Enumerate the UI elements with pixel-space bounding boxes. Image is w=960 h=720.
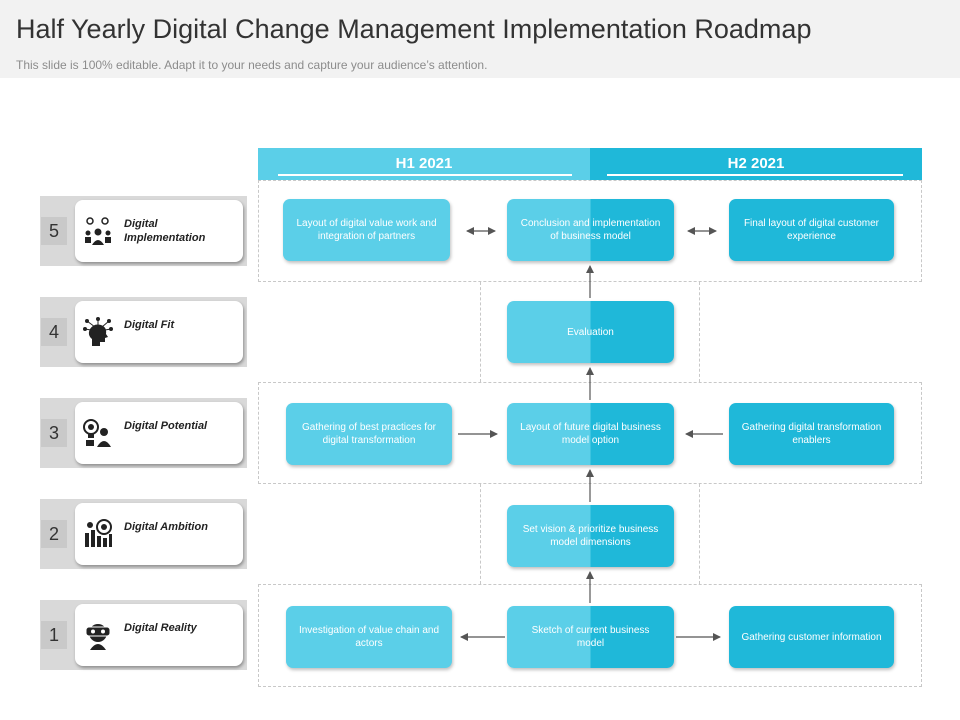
node-enablers: Gathering digital transformation enabler…: [729, 403, 894, 465]
node-conclusion: Conclusion and implementation of busines…: [507, 199, 674, 261]
node-customer-info: Gathering customer information: [729, 606, 894, 668]
level-1-label: Digital Reality: [124, 622, 197, 634]
node-layout-value-work: Layout of digital value work and integra…: [283, 199, 450, 261]
node-set-vision: Set vision & prioritize business model d…: [507, 505, 674, 567]
row-outline-4: [480, 282, 700, 382]
level-4-label: Digital Fit: [124, 319, 175, 331]
idea-person-icon: [83, 418, 113, 448]
level-5-label: Digital Implementation: [124, 218, 206, 244]
node-investigation: Investigation of value chain and actors: [286, 606, 452, 668]
period-underline-h1: [278, 174, 572, 176]
level-5-number: 5: [41, 217, 67, 245]
row-outline-2: [480, 484, 700, 584]
level-1-card: Digital Reality: [75, 604, 243, 666]
node-future-model: Layout of future digital business model …: [507, 403, 674, 465]
level-2-number: 2: [41, 520, 67, 548]
node-final-layout: Final layout of digital customer experie…: [729, 199, 894, 261]
level-4-card: Digital Fit: [75, 301, 243, 363]
level-1-number: 1: [41, 621, 67, 649]
level-5-card: Digital Implementation: [75, 200, 243, 262]
period-underline-h2: [607, 174, 903, 176]
level-2-label: Digital Ambition: [124, 521, 208, 533]
node-best-practices: Gathering of best practices for digital …: [286, 403, 452, 465]
team-network-icon: [83, 216, 113, 246]
node-evaluation: Evaluation: [507, 301, 674, 363]
level-3-card: Digital Potential: [75, 402, 243, 464]
level-3-number: 3: [41, 419, 67, 447]
node-sketch: Sketch of current business model: [507, 606, 674, 668]
vr-person-icon: [83, 620, 113, 650]
head-network-icon: [83, 317, 113, 347]
page-title: Half Yearly Digital Change Management Im…: [16, 14, 812, 44]
level-2-card: Digital Ambition: [75, 503, 243, 565]
level-3-label: Digital Potential: [124, 420, 208, 432]
level-4-number: 4: [41, 318, 67, 346]
header-bar: Half Yearly Digital Change Management Im…: [0, 0, 960, 78]
page-subtitle: This slide is 100% editable. Adapt it to…: [16, 58, 488, 72]
target-chart-icon: [83, 519, 113, 549]
